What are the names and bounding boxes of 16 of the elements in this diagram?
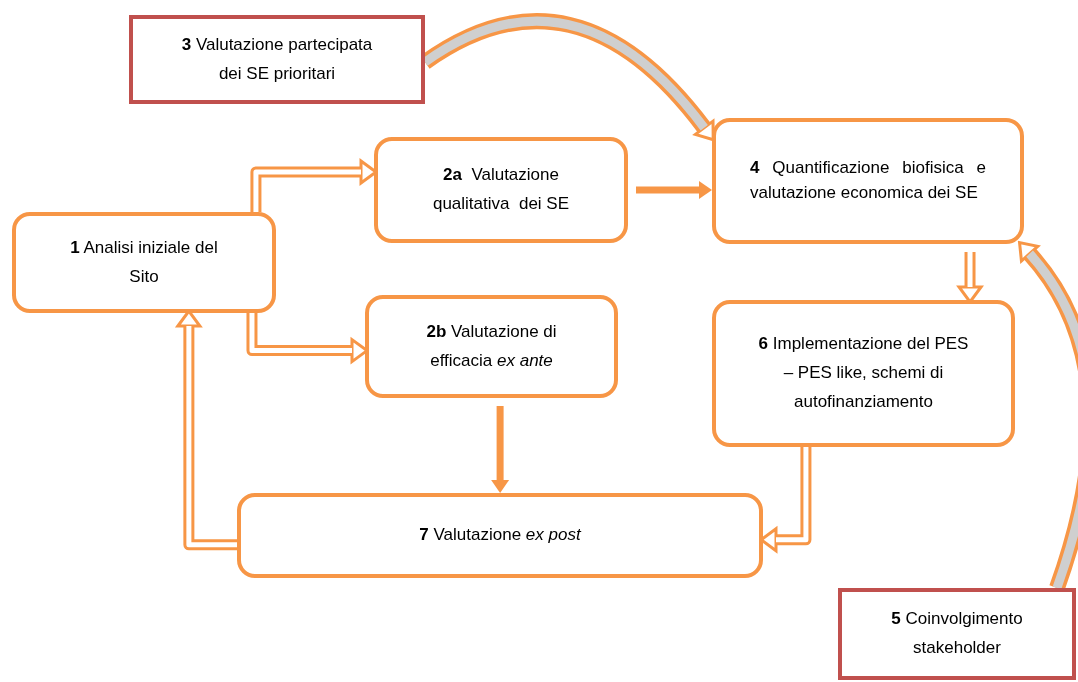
process-box [365, 295, 618, 398]
step-label: 4 Quantificazione biofisica e valutazione economica dei SE [750, 157, 986, 204]
process-box [12, 212, 276, 313]
step-box [838, 588, 1076, 680]
step-label: 3 Valutazione partecipata dei SE prioritari [180, 33, 374, 85]
process-box [712, 118, 1024, 244]
step-label: 1 Analisi iniziale del Sito [69, 236, 219, 288]
process-box [237, 493, 763, 578]
step-label: 7 Valutazione ex post [419, 524, 581, 547]
step-label: 2a Valutazione qualitativa dei SE [431, 164, 571, 215]
step-label: 6 Implementazione del PES – PES like, schemi di autofinanziamento [757, 333, 970, 413]
step-label: 2b Valutazione di efficacia ex ante [425, 320, 558, 372]
step-box [129, 15, 425, 104]
step-label: 5 Coinvolgimento stakeholder [890, 608, 1024, 659]
process-box [712, 300, 1015, 447]
process-box [374, 137, 628, 243]
